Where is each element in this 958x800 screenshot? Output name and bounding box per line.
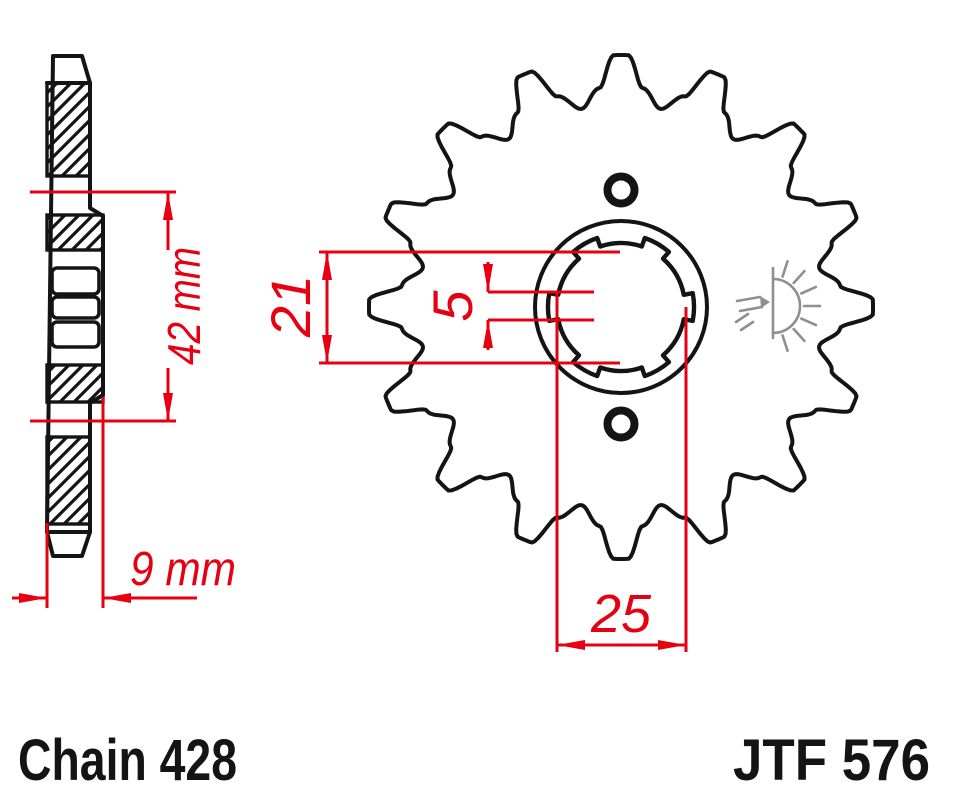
hatch-band-bottom xyxy=(45,435,92,526)
hub-circle xyxy=(533,219,709,395)
spline-section-block-3 xyxy=(50,320,101,349)
hatch-band-top xyxy=(45,81,92,178)
dim-9-label: 9 mm xyxy=(130,543,236,596)
spline-section-block-2 xyxy=(50,295,101,320)
dim-5-label: 5 xyxy=(421,290,484,322)
part-number-label: JTF 576 xyxy=(733,728,930,793)
side-view xyxy=(45,54,105,558)
dim-21-label: 21 xyxy=(259,275,322,338)
bolt-hole-bottom xyxy=(603,406,639,442)
hatch-band-flange-top xyxy=(45,213,105,252)
chain-size-label: Chain 428 xyxy=(18,728,237,793)
dim-42-label: 42 mm xyxy=(158,247,210,365)
spline-section-block-1 xyxy=(50,266,101,296)
front-view xyxy=(367,53,875,561)
caption-labels: Chain 428 JTF 576 xyxy=(18,728,930,793)
dimension-annotations: 42 mm 9 mm 21 5 25 xyxy=(12,190,688,652)
bolt-hole-top xyxy=(603,172,639,208)
sun-rays xyxy=(781,260,822,352)
dim-42-text-mask xyxy=(160,250,206,368)
dim-25-label: 25 xyxy=(590,584,652,644)
jt-sun-logo-icon xyxy=(734,260,822,352)
hatch-band-flange-bottom xyxy=(45,363,105,404)
